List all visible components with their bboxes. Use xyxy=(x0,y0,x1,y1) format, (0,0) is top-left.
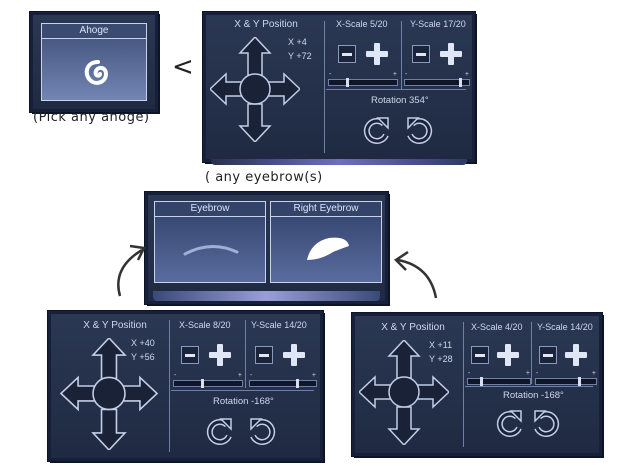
yscale-label: Y-Scale 14/20 xyxy=(251,320,307,330)
arrow-cross-icon[interactable] xyxy=(359,340,449,445)
xscale-thumb[interactable] xyxy=(480,377,484,386)
yscale-label: Y-Scale 14/20 xyxy=(537,322,593,332)
y-value: Y +28 xyxy=(429,354,453,364)
yscale-minus-button[interactable] xyxy=(539,346,557,364)
yscale-minus-button[interactable] xyxy=(255,346,273,364)
ahoge-title: Ahoge xyxy=(42,24,146,39)
eyebrow-panel: Eyebrow Right Eyebrow xyxy=(145,192,388,304)
rotation-label: Rotation 354° xyxy=(371,95,429,106)
rotate-cw-icon[interactable] xyxy=(247,416,277,446)
panel-glow xyxy=(152,291,381,301)
xscale-minus-button[interactable] xyxy=(338,45,356,63)
xscale-plus-button[interactable] xyxy=(497,344,519,366)
bottom-right-controls: X & Y Position X +11 Y +28 X-Scale 4/20 … xyxy=(352,313,602,456)
divider xyxy=(245,320,246,388)
eyebrow-right-title: Right Eyebrow xyxy=(271,202,381,217)
y-value: Y +56 xyxy=(131,352,155,362)
yscale-thumb[interactable] xyxy=(296,379,300,388)
divider xyxy=(171,390,314,391)
ahoge-preview[interactable]: Ahoge xyxy=(41,23,147,101)
xscale-slider[interactable]: - + xyxy=(328,71,398,87)
xscale-label: X-Scale 5/20 xyxy=(336,19,388,29)
divider xyxy=(169,320,170,452)
xy-title: X & Y Position xyxy=(234,19,298,30)
yscale-plus-button[interactable] xyxy=(440,43,462,65)
divider xyxy=(401,21,402,89)
xscale-plus-button[interactable] xyxy=(209,344,231,366)
yscale-thumb[interactable] xyxy=(578,377,581,386)
curved-arrow-icon xyxy=(394,250,438,299)
rotation-label: Rotation -168° xyxy=(503,390,564,401)
ahoge-caption: (Pick any ahoge) xyxy=(33,110,150,125)
rotate-cw-icon[interactable] xyxy=(404,115,434,145)
xy-title: X & Y Position xyxy=(381,322,445,333)
yscale-plus-button[interactable] xyxy=(283,344,305,366)
rotate-ccw-icon[interactable] xyxy=(362,115,392,145)
yscale-plus-button[interactable] xyxy=(565,344,587,366)
divider xyxy=(326,89,466,90)
eyebrow-left-shape xyxy=(183,245,239,256)
eyebrow-left-title: Eyebrow xyxy=(155,202,265,217)
eyebrow-caption: ( any eyebrow(s) xyxy=(205,170,323,185)
spiral-ahoge-icon xyxy=(84,60,109,85)
rotate-ccw-icon[interactable] xyxy=(495,408,525,438)
yscale-label: Y-Scale 17/20 xyxy=(410,19,466,29)
divider xyxy=(465,386,593,387)
x-value: X +4 xyxy=(288,37,307,47)
arrow-cross-icon[interactable] xyxy=(59,338,159,450)
yscale-slider[interactable]: - + xyxy=(404,71,470,87)
xscale-plus-button[interactable] xyxy=(366,43,388,65)
y-value: Y +72 xyxy=(288,51,312,61)
eyebrow-right-box[interactable]: Right Eyebrow xyxy=(270,201,382,283)
xy-title: X & Y Position xyxy=(83,320,147,331)
xscale-thumb[interactable] xyxy=(346,78,349,87)
divider xyxy=(463,322,464,447)
arrow-cross-icon[interactable] xyxy=(210,37,300,142)
eyebrow-right-shape xyxy=(307,237,349,260)
yscale-minus-button[interactable] xyxy=(412,45,430,63)
yscale-thumb[interactable] xyxy=(459,78,463,87)
x-value: X +40 xyxy=(131,338,155,348)
rotate-cw-icon[interactable] xyxy=(531,408,561,438)
xscale-thumb[interactable] xyxy=(201,379,205,388)
xscale-minus-button[interactable] xyxy=(471,346,489,364)
eyebrow-left-box[interactable]: Eyebrow xyxy=(154,201,266,283)
ahoge-panel: Ahoge xyxy=(30,12,158,112)
xscale-slider[interactable]: - + xyxy=(467,370,531,386)
rotate-ccw-icon[interactable] xyxy=(205,416,235,446)
xscale-label: X-Scale 4/20 xyxy=(471,322,523,332)
x-value: X +11 xyxy=(429,340,453,350)
panel-glow xyxy=(211,159,467,165)
xscale-slider[interactable]: - + xyxy=(173,372,243,388)
xscale-minus-button[interactable] xyxy=(181,346,199,364)
arrow-to-ahoge: < xyxy=(172,52,195,82)
xscale-label: X-Scale 8/20 xyxy=(179,320,231,330)
curved-arrow-icon xyxy=(117,244,146,297)
divider xyxy=(324,21,325,153)
yscale-slider[interactable]: - + xyxy=(535,370,597,386)
bottom-left-controls: X & Y Position X +40 Y +56 X-Scale 8/20 … xyxy=(48,311,323,461)
rotation-label: Rotation -168° xyxy=(213,396,274,407)
divider xyxy=(531,322,532,384)
yscale-slider[interactable]: - + xyxy=(249,372,317,388)
top-controls: X & Y Position X +4 Y +72 X-Scale 5/20 Y… xyxy=(203,12,475,165)
